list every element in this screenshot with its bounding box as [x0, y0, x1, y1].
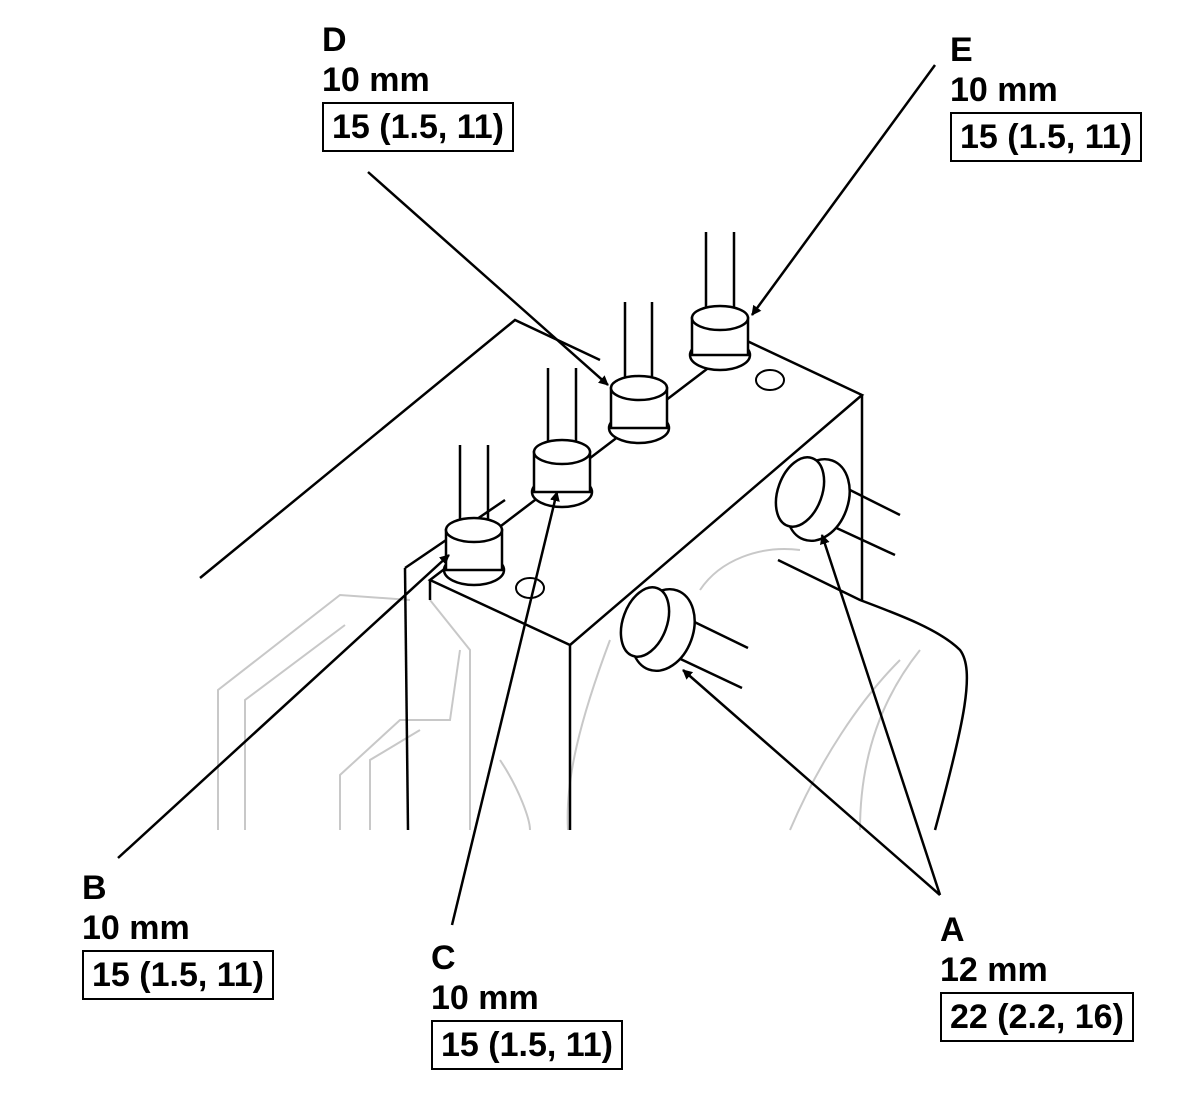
callout-e-size: 10 mm — [950, 71, 1058, 109]
callout-d: D 10 mm 15 (1.5, 11) — [322, 20, 515, 152]
callout-e-letter: E — [950, 31, 973, 69]
leader-b — [117, 554, 450, 859]
callout-c-size: 10 mm — [431, 979, 539, 1017]
leader-e — [750, 64, 937, 316]
callout-b-size: 10 mm — [82, 909, 190, 947]
fitting-c — [530, 368, 594, 509]
callout-a-size: 12 mm — [940, 951, 1048, 989]
callout-a: A 12 mm 22 (2.2, 16) — [940, 910, 1134, 1042]
callout-e-torque: 15 (1.5, 11) — [950, 112, 1143, 162]
callout-d-letter: D — [322, 21, 347, 59]
fitting-a-lower — [619, 586, 749, 690]
fitting-d — [607, 302, 671, 445]
callout-e: E 10 mm 15 (1.5, 11) — [950, 30, 1143, 162]
port-holes — [515, 369, 785, 599]
callout-c: C 10 mm 15 (1.5, 11) — [431, 938, 624, 1070]
leader-a-upper — [820, 534, 942, 896]
callout-c-torque: 15 (1.5, 11) — [431, 1020, 624, 1070]
callout-b: B 10 mm 15 (1.5, 11) — [82, 868, 275, 1000]
callout-b-letter: B — [82, 869, 107, 907]
abs-housing-outline — [199, 318, 969, 831]
leader-a-lower — [682, 669, 941, 896]
leader-lines — [117, 64, 942, 926]
callout-d-torque: 15 (1.5, 11) — [322, 102, 515, 152]
leader-d — [367, 171, 609, 386]
callout-a-torque: 22 (2.2, 16) — [940, 992, 1134, 1042]
fitting-b — [442, 445, 506, 587]
callout-b-torque: 15 (1.5, 11) — [82, 950, 275, 1000]
fitting-e — [688, 232, 752, 372]
fitting-a-upper — [774, 456, 901, 557]
callout-d-size: 10 mm — [322, 61, 430, 99]
ghost-background-outline — [217, 548, 921, 831]
callout-a-letter: A — [940, 911, 965, 949]
leader-c — [450, 491, 560, 926]
callout-c-letter: C — [431, 939, 456, 977]
